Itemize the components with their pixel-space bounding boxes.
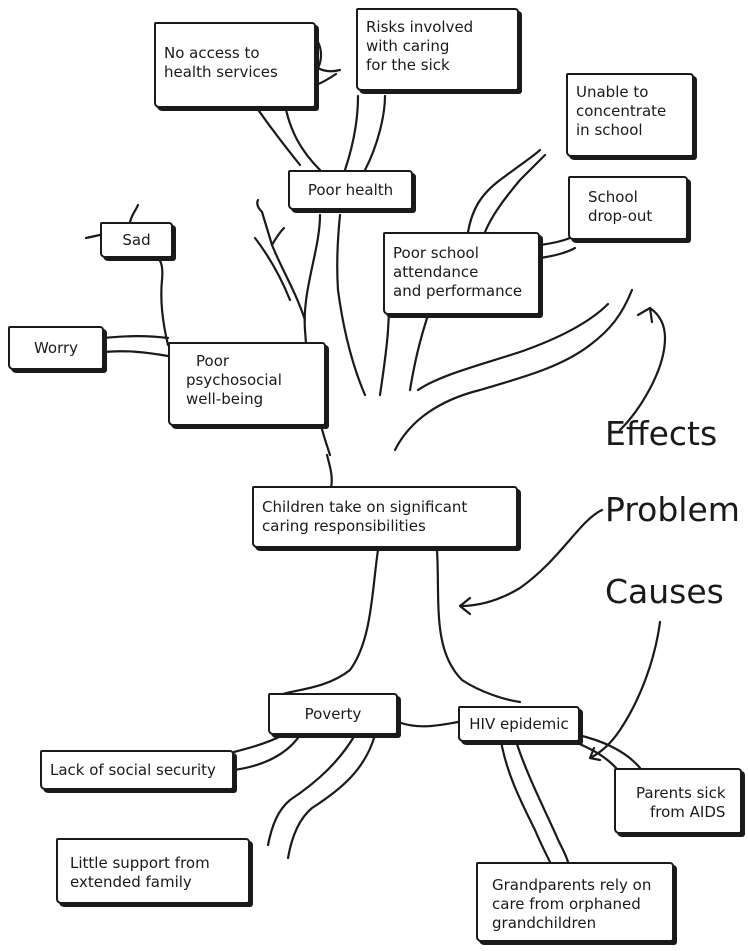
twig-psychosocial (256, 198, 286, 247)
box-line: Risks involved (366, 18, 474, 36)
box-line: Sad (122, 231, 151, 249)
box-line: concentrate (576, 102, 667, 120)
box-line: Children take on significant (262, 498, 468, 516)
box-sad: Sad (100, 222, 173, 258)
box-line: Poor (196, 352, 230, 370)
box-unable-to-concentrate: Unable to concentrate in school (566, 73, 694, 157)
box-line: Lack of social security (50, 761, 216, 779)
box-poor-psychosocial-well-being: Poor psychosocial well-being (168, 342, 326, 426)
box-line: health services (164, 63, 278, 81)
arrow-problem-curve (458, 508, 604, 608)
box-line: for the sick (366, 56, 450, 74)
arrow-problem-head (458, 596, 472, 616)
box-line: Poor school (393, 244, 479, 262)
box-line: psychosocial (186, 371, 282, 389)
arrow-causes-head (588, 746, 602, 762)
box-line: extended family (70, 873, 192, 891)
branch-risks-inner (363, 94, 387, 172)
box-poverty: Poverty (268, 693, 398, 735)
branch-to-unable-left (466, 148, 542, 234)
box-school-drop-out: School drop-out (568, 176, 688, 240)
root-poverty-to-little-support-right (286, 733, 377, 860)
root-poverty-to-little-support-left (266, 733, 357, 847)
branch-to-no-access (281, 96, 322, 172)
box-line: No access to (164, 44, 260, 62)
branch-effects-inner (416, 302, 610, 392)
box-children-take-on-caring: Children take on significant caring resp… (252, 486, 518, 548)
box-line: drop-out (588, 207, 653, 225)
branch-worry-to-psychosocial (101, 335, 170, 358)
branch-effects-outer (393, 288, 634, 452)
box-line: Poverty (304, 705, 362, 723)
arrow-causes-curve (588, 620, 662, 760)
box-line: care from orphaned (492, 895, 641, 913)
box-poor-school-attendance: Poor school attendance and performance (383, 232, 540, 315)
box-line: from AIDS (650, 803, 726, 821)
box-line: well-being (186, 390, 264, 408)
box-worry: Worry (8, 326, 104, 370)
box-line: and performance (393, 282, 523, 300)
arrow-effects-curve (618, 306, 667, 432)
branch-sad-stem (156, 256, 170, 347)
branch-trunk-to-school (408, 313, 430, 392)
branch-no-access-inner (253, 103, 302, 167)
box-line: Grandparents rely on (492, 876, 652, 894)
root-poverty-to-lack-left (232, 733, 285, 754)
arrow-effects-head (636, 306, 654, 324)
box-line: School (588, 188, 638, 206)
branch-to-unable-right (483, 153, 547, 234)
label-causes: Causes (605, 572, 724, 611)
box-poor-health: Poor health (288, 170, 413, 210)
trunk-left-edge (271, 453, 380, 702)
label-problem: Problem (605, 490, 740, 529)
box-line: attendance (393, 263, 479, 281)
box-line: in school (576, 121, 643, 139)
box-little-support-extended-family: Little support from extended family (56, 838, 250, 904)
box-lack-of-social-security: Lack of social security (40, 750, 234, 790)
twig-no-access (314, 40, 342, 87)
box-hiv-epidemic: HIV epidemic (458, 706, 580, 742)
root-poverty-to-hiv (396, 720, 460, 728)
branch-trunk-to-poor-health-right (336, 213, 367, 397)
box-line: with caring (366, 37, 450, 55)
box-line: grandchildren (492, 914, 597, 932)
box-risks-caring-for-sick: Risks involved with caring for the sick (356, 8, 519, 91)
root-poverty-to-lack-right (232, 733, 302, 772)
root-hiv-to-grandparents-right (513, 736, 570, 864)
box-line: Poor health (307, 181, 394, 199)
box-parents-sick-from-aids: Parents sick from AIDS (614, 768, 742, 834)
branch-to-risks (343, 94, 360, 172)
box-line: Worry (33, 339, 79, 357)
box-line: HIV epidemic (469, 715, 569, 733)
box-line: Little support from (70, 854, 210, 872)
branch-to-dropout (538, 236, 577, 260)
box-line: Parents sick (636, 784, 726, 802)
label-effects: Effects (605, 414, 718, 453)
trunk-right-edge (435, 548, 522, 704)
root-hiv-to-grandparents-left (498, 733, 552, 864)
box-line: caring responsibilities (262, 517, 426, 535)
branch-psychosocial-twig (253, 236, 292, 302)
box-line: Unable to (576, 83, 649, 101)
box-no-access-to-health-services: No access to health services (154, 22, 316, 108)
box-grandparents-rely-on-care: Grandparents rely on care from orphaned … (476, 862, 674, 942)
